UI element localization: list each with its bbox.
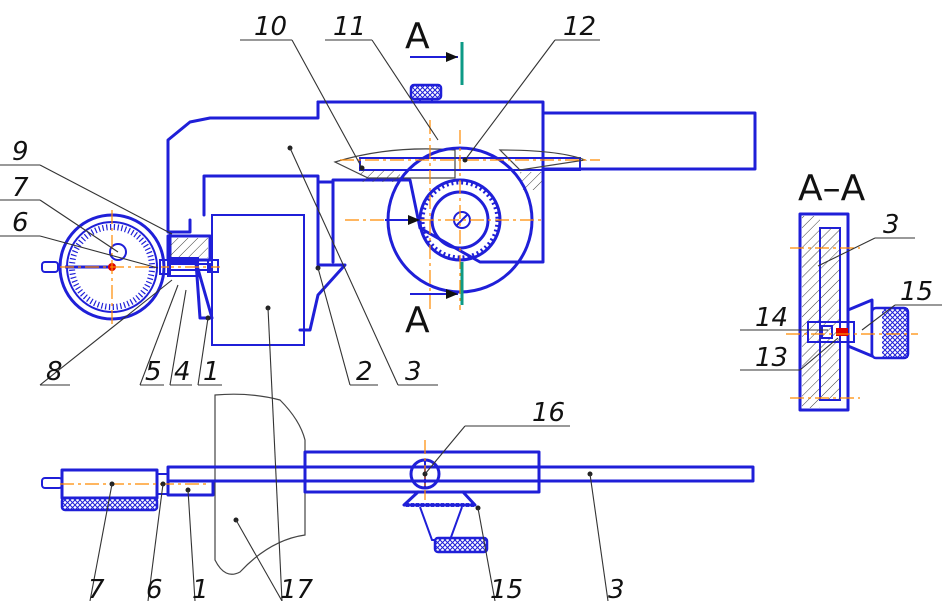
dial-indicator <box>41 210 220 325</box>
section-callout-15: 15 <box>900 277 933 307</box>
bottom-callout-15: 15 <box>490 575 523 601</box>
leaders <box>0 39 942 601</box>
section-title: A–A <box>798 168 866 209</box>
ruler-bar-bottom <box>166 465 755 483</box>
bottom-callout-7: 7 <box>88 575 105 601</box>
callout-3: 3 <box>405 357 422 387</box>
section-view: A–A <box>786 168 918 412</box>
ruler-bar <box>541 111 757 171</box>
callout-2: 2 <box>356 357 373 387</box>
callout-12: 12 <box>563 12 596 42</box>
callout-16: 16 <box>532 398 565 428</box>
section-callout-13: 13 <box>755 343 788 373</box>
workpiece-block <box>211 214 305 346</box>
callout-5: 5 <box>145 357 162 387</box>
bottom-callout-17: 17 <box>280 575 314 601</box>
section-mark-top: A <box>405 16 430 57</box>
callout-10: 10 <box>254 12 287 42</box>
l-frame <box>166 100 320 234</box>
callout-9: 9 <box>12 137 29 167</box>
workpiece-outline <box>214 393 306 575</box>
callout-4: 4 <box>174 357 191 387</box>
main-view: A A <box>166 16 757 346</box>
callout-7: 7 <box>12 173 29 203</box>
section-callout-14: 14 <box>755 303 788 333</box>
callout-1: 1 <box>203 357 220 387</box>
callout-6: 6 <box>12 208 29 238</box>
bottom-view <box>41 393 755 575</box>
section-callout-3: 3 <box>883 210 900 240</box>
angle-part <box>298 180 347 332</box>
bottom-callout-6: 6 <box>146 575 163 601</box>
holder <box>166 234 212 262</box>
callout-8: 8 <box>46 357 63 387</box>
section-mark-bottom: A <box>405 300 430 341</box>
callout-11: 11 <box>333 12 366 42</box>
slider-body <box>303 450 541 494</box>
bottom-callout-3: 3 <box>608 575 625 601</box>
bottom-callout-1: 1 <box>192 575 209 601</box>
callouts: 10 11 12 9 7 6 8 5 4 1 2 3 3 15 14 13 16… <box>12 12 933 601</box>
